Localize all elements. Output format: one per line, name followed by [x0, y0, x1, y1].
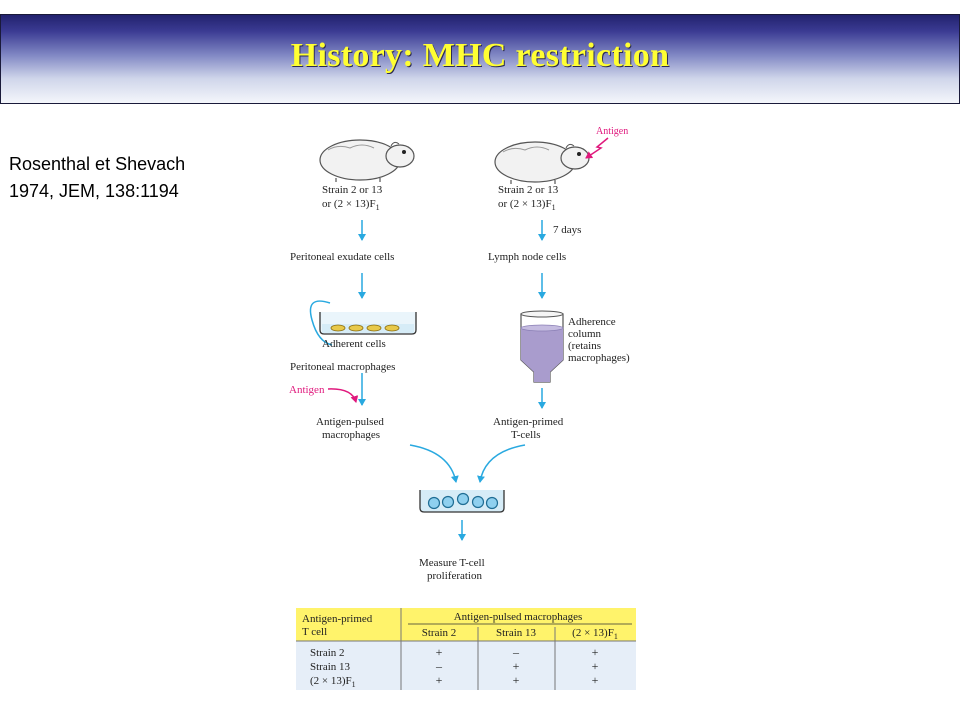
citation-line-1: Rosenthal et Shevach [9, 154, 186, 174]
column-label-2: column [568, 328, 601, 340]
table-row-label-3: (2 × 13)F1 [310, 675, 356, 689]
left-step-2: Peritoneal macrophages [290, 361, 395, 373]
table-row-label-1: Strain 2 [310, 647, 345, 659]
citation: Rosenthal et Shevach 1974, JEM, 138:1194 [9, 151, 185, 205]
table-cell: + [513, 673, 520, 687]
arrow-merge-left [409, 444, 459, 483]
guinea-pig-left-icon [319, 139, 415, 182]
left-step-1: Peritoneal exudate cells [290, 251, 394, 263]
column-label-3: (retains [568, 340, 601, 352]
result-line-1: Measure T-cell [419, 557, 485, 569]
guinea-pig-right-icon [494, 141, 590, 184]
citation-line-2: 1974, JEM, 138:1194 [9, 181, 179, 201]
table-row-label-2: Strain 13 [310, 661, 351, 673]
table-cell: + [513, 659, 520, 673]
right-step-3-line-1: Antigen-primed [493, 416, 564, 428]
dish-label: Adherent cells [322, 338, 386, 350]
results-table: Antigen-primed T cell Antigen-pulsed mac… [296, 608, 636, 690]
right-step-1: Lymph node cells [488, 251, 566, 263]
column-label-4: macrophages) [568, 352, 630, 364]
macrophage-antigen-arrow [327, 388, 359, 403]
table-group-header: Antigen-pulsed macrophages [454, 611, 583, 623]
antigen-injection-bolt [585, 137, 609, 159]
adherence-column-icon [520, 310, 564, 383]
left-strain-line-2: or (2 × 13)F1 [322, 198, 380, 212]
right-strain-line-2: or (2 × 13)F1 [498, 198, 556, 212]
column-label-1: Adherence [568, 316, 616, 328]
table-cell: – [512, 645, 520, 659]
table-col-header-1: Strain 2 [422, 627, 457, 639]
antigen-injection-label: Antigen [596, 126, 628, 137]
title-bar: History: MHC restriction [0, 14, 960, 104]
table-col-header-2: Strain 13 [496, 627, 537, 639]
macrophage-antigen-label: Antigen [289, 384, 325, 396]
flow-arrows [358, 220, 546, 541]
left-strain-line-1: Strain 2 or 13 [322, 184, 383, 196]
table-col-header-3: (2 × 13)F1 [572, 627, 618, 641]
table-corner-line-1: Antigen-primed [302, 613, 373, 625]
table-corner-line-2: T cell [302, 626, 327, 638]
table-cell: + [592, 645, 599, 659]
coculture-dish-icon [419, 490, 505, 513]
table-header-bg [296, 608, 636, 641]
time-label: 7 days [553, 224, 581, 236]
table-cell: + [592, 659, 599, 673]
arrow-merge-right [477, 444, 526, 483]
table-cell: + [436, 645, 443, 659]
culture-dish-icon [319, 312, 417, 335]
left-step-3-line-1: Antigen-pulsed [316, 416, 384, 428]
table-cell: + [436, 673, 443, 687]
table-cell: – [435, 659, 443, 673]
right-step-3-line-2: T-cells [511, 429, 541, 441]
slide-title: History: MHC restriction [290, 37, 670, 74]
result-line-2: proliferation [427, 570, 482, 582]
right-strain-line-1: Strain 2 or 13 [498, 184, 559, 196]
dish-transfer-arrow [309, 300, 333, 346]
left-step-3-line-2: macrophages [322, 429, 380, 441]
table-cell: + [592, 673, 599, 687]
